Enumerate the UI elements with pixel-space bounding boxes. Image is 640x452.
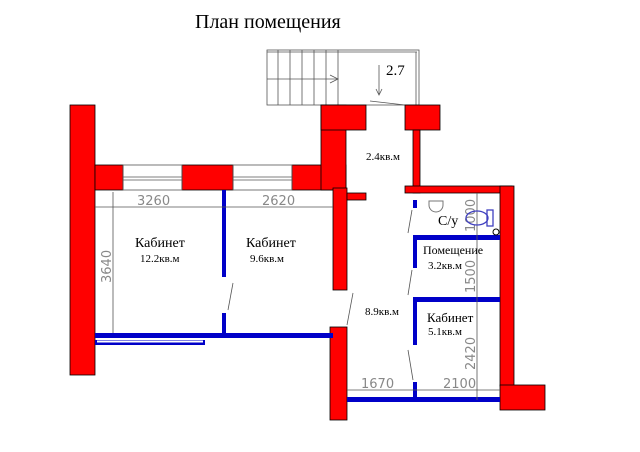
dim-3640: 3640	[100, 250, 115, 283]
doors	[227, 209, 414, 381]
dim-2100: 2100	[443, 377, 476, 392]
dim-1500: 1500	[464, 260, 479, 293]
room-area: 12.2кв.м	[140, 253, 180, 265]
exterior-walls	[69, 104, 546, 421]
sink-icon	[428, 200, 444, 213]
interior-walls	[95, 190, 500, 402]
room-area: 3.2кв.м	[428, 260, 462, 272]
dimension-lines	[95, 192, 500, 400]
room-area: 8.9кв.м	[365, 306, 399, 318]
room-area: 2.4кв.м	[366, 151, 400, 163]
room-area: 9.6кв.м	[250, 253, 284, 265]
dim-1000: 1000	[464, 199, 479, 232]
dim-2420: 2420	[464, 337, 479, 370]
stair-height: 2.7	[386, 63, 405, 79]
dim-2620: 2620	[262, 194, 295, 209]
room-label: Кабинет	[427, 310, 474, 325]
room-area: 5.1кв.м	[428, 326, 462, 338]
windows	[122, 164, 293, 191]
room-label: С/у	[438, 214, 458, 229]
dim-1670: 1670	[361, 377, 394, 392]
plan-title: План помещения	[195, 11, 341, 33]
room-label: Помещение	[423, 243, 483, 257]
toilet-icon	[465, 209, 500, 236]
room-label: Кабинет	[135, 236, 185, 251]
dim-3260: 3260	[137, 194, 170, 209]
room-label: Кабинет	[246, 236, 296, 251]
